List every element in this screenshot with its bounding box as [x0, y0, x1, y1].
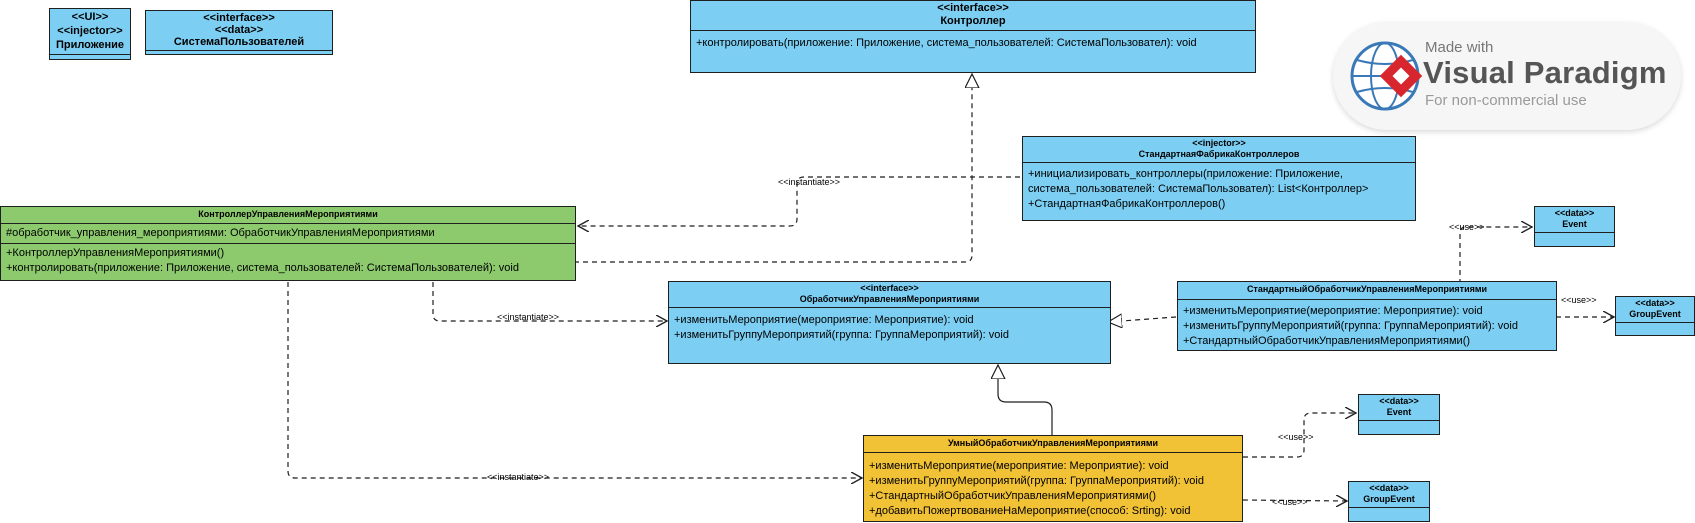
- stereotype: <<interface>>: [203, 12, 275, 24]
- attributes-section: [1359, 420, 1439, 426]
- class-header: КонтроллерУправленияМероприятиями: [1, 207, 575, 223]
- class-name: СтандартнаяФабрикаКонтроллеров: [1138, 149, 1300, 159]
- interface-controller[interactable]: <<interface>> Контроллер +контролировать…: [690, 0, 1256, 73]
- class-name: ОбработчикУправленияМероприятиями: [799, 294, 980, 304]
- stereotype: <<UI>>: [71, 11, 109, 23]
- class-header: СтандартныйОбработчикУправленияМероприят…: [1178, 282, 1556, 299]
- class-name: GroupEvent: [1363, 494, 1415, 504]
- stereotype: <<injector>>: [57, 25, 123, 37]
- class-name: КонтроллерУправленияМероприятиями: [198, 209, 378, 219]
- realization-edge-std: [1108, 317, 1177, 322]
- class-header: <<UI>> <<injector>> Приложение: [50, 9, 130, 54]
- use-edge-smart-event: [1243, 413, 1356, 458]
- stereotype: <<data>>: [1635, 298, 1675, 308]
- operations-section: +инициализировать_контроллеры(приложение…: [1023, 162, 1415, 214]
- stereotype: <<interface>>: [860, 283, 919, 293]
- operations-section: +изменитьМероприятие(мероприятие: Меропр…: [669, 307, 1110, 345]
- operations-section: +изменитьМероприятие(мероприятие: Меропр…: [864, 452, 1242, 521]
- stereotype: <<data>>: [1554, 208, 1595, 218]
- class-app[interactable]: <<UI>> <<injector>> Приложение: [49, 8, 131, 60]
- stereotype: <<data>>: [214, 24, 264, 36]
- class-header: <<interface>> Контроллер: [691, 1, 1255, 30]
- attributes-section: [50, 54, 130, 60]
- instantiate-label: <<instantiate>>: [778, 177, 841, 187]
- use-label: <<use>>: [1561, 295, 1597, 305]
- attributes-section: [1616, 322, 1694, 328]
- attributes-section: [146, 50, 332, 56]
- globe-logo-icon: [1350, 41, 1423, 111]
- class-event-controller[interactable]: КонтроллерУправленияМероприятиями #обраб…: [0, 206, 576, 281]
- class-header: <<data>> Event: [1535, 207, 1614, 232]
- class-name: Event: [1386, 407, 1412, 417]
- instantiate-label: <<instantiate>>: [487, 472, 550, 482]
- watermark-badge: Made with Visual Paradigm For non-commer…: [1333, 22, 1681, 130]
- operation: +СтандартнаяФабрикаКонтроллеров(): [1028, 198, 1226, 210]
- class-header: <<data>> GroupEvent: [1349, 482, 1429, 507]
- class-header: <<interface>> ОбработчикУправленияМеропр…: [669, 282, 1110, 307]
- stereotype: <<data>>: [1379, 396, 1419, 406]
- use-label: <<use>>: [1278, 432, 1314, 442]
- operation: +СтандартныйОбработчикУправленияМероприя…: [869, 490, 1157, 502]
- class-header: <<data>> GroupEvent: [1616, 297, 1694, 322]
- class-standard-handler[interactable]: СтандартныйОбработчикУправленияМероприят…: [1177, 281, 1557, 351]
- class-name: GroupEvent: [1629, 309, 1681, 319]
- class-name: Event: [1562, 219, 1587, 229]
- attributes-section: [1535, 232, 1614, 238]
- instantiate-edge-smart: [287, 282, 862, 478]
- class-event[interactable]: <<data>> Event: [1534, 206, 1615, 247]
- operation: +изменитьМероприятие(мероприятие: Меропр…: [1183, 305, 1483, 317]
- watermark-brand: Visual Paradigm: [1423, 55, 1667, 90]
- stereotype: <<injector>>: [1192, 138, 1246, 148]
- class-group-event[interactable]: <<data>> GroupEvent: [1615, 296, 1695, 336]
- use-label: <<use>>: [1449, 222, 1485, 232]
- class-name: СтандартныйОбработчикУправленияМероприят…: [1246, 284, 1488, 294]
- operation: +КонтроллерУправленияМероприятиями(): [6, 247, 225, 259]
- class-event[interactable]: <<data>> Event: [1358, 394, 1440, 435]
- instantiate-edge-factory: [578, 176, 1020, 226]
- class-name: СистемаПользователей: [173, 36, 305, 48]
- use-edge-std-event: [1459, 227, 1532, 284]
- class-group-event[interactable]: <<data>> GroupEvent: [1348, 481, 1430, 522]
- realization-edge-controller: [574, 74, 972, 263]
- class-name: Приложение: [55, 39, 125, 51]
- class-name: Контроллер: [940, 15, 1006, 27]
- class-name: УмныйОбработчикУправленияМероприятиями: [947, 438, 1159, 448]
- operation: +контролировать(приложение: Приложение, …: [6, 262, 519, 274]
- class-user-system[interactable]: <<interface>> <<data>> СистемаПользовате…: [145, 10, 333, 55]
- class-header: <<data>> Event: [1359, 395, 1439, 420]
- use-label: <<use>>: [1272, 497, 1308, 507]
- operation: +изменитьГруппуМероприятий(группа: Групп…: [869, 475, 1204, 487]
- attributes-section: [1349, 507, 1429, 513]
- operation: +инициализировать_контроллеры(приложение…: [1028, 168, 1369, 195]
- interface-event-handler[interactable]: <<interface>> ОбработчикУправленияМеропр…: [668, 281, 1111, 364]
- operation: +добавитьПожертвованиеНаМероприятие(спос…: [869, 505, 1191, 517]
- attribute: #обработчик_управления_мероприятиями: Об…: [6, 227, 435, 239]
- watermark-made-with: Made with: [1425, 39, 1494, 56]
- class-header: <<interface>> <<data>> СистемаПользовате…: [146, 11, 332, 50]
- operation: +изменитьМероприятие(мероприятие: Меропр…: [674, 314, 974, 326]
- instantiate-edge-handler: [432, 282, 667, 321]
- operation: +изменитьГруппуМероприятий(группа: Групп…: [674, 329, 1009, 341]
- class-controller-factory[interactable]: <<injector>> СтандартнаяФабрикаКонтролле…: [1022, 136, 1416, 221]
- class-header: УмныйОбработчикУправленияМероприятиями: [864, 436, 1242, 452]
- generalization-edge-smart: [998, 365, 1053, 435]
- operation: +изменитьМероприятие(мероприятие: Меропр…: [869, 460, 1169, 472]
- operation: +контролировать(приложение: Приложение, …: [696, 37, 1197, 49]
- operations-section: +изменитьМероприятие(мероприятие: Меропр…: [1178, 299, 1556, 351]
- stereotype: <<data>>: [1369, 483, 1409, 493]
- class-smart-handler[interactable]: УмныйОбработчикУправленияМероприятиями +…: [863, 435, 1243, 522]
- operation: +изменитьГруппуМероприятий(группа: Групп…: [1183, 320, 1518, 332]
- class-header: <<injector>> СтандартнаяФабрикаКонтролле…: [1023, 137, 1415, 162]
- watermark-subtitle: For non-commercial use: [1425, 92, 1587, 109]
- attributes-section: #обработчик_управления_мероприятиями: Об…: [1, 223, 575, 243]
- operations-section: +контролировать(приложение: Приложение, …: [691, 30, 1255, 53]
- operations-section: +КонтроллерУправленияМероприятиями() +ко…: [1, 243, 575, 278]
- stereotype: <<interface>>: [937, 2, 1009, 14]
- instantiate-label: <<instantiate>>: [497, 312, 560, 322]
- operation: +СтандартныйОбработчикУправленияМероприя…: [1183, 335, 1471, 347]
